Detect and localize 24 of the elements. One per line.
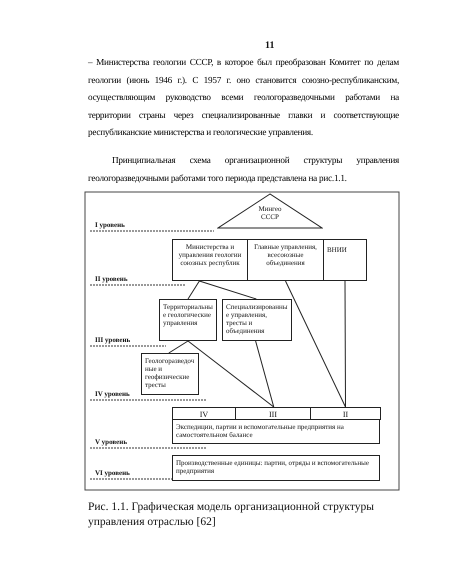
ministry-triangle [217, 193, 323, 229]
enterprise-box [172, 407, 380, 444]
connector-line [198, 280, 257, 300]
level-cell [310, 407, 381, 420]
connector-line [188, 280, 200, 300]
org-box [247, 239, 324, 281]
paragraph: Принципиальная схема организационной структуры управления геологоразведочными работами того периода представлена на рис.1.1. [88, 154, 399, 185]
connector-line [344, 280, 346, 408]
connector-line [168, 340, 188, 354]
page-number: 11 [265, 40, 274, 51]
org-box [323, 239, 367, 281]
connector-line [255, 340, 274, 408]
org-box [159, 299, 217, 341]
org-box [172, 239, 248, 281]
box-text: III [268, 410, 278, 420]
figure-caption: Рис. 1.1. Графическая модель организационной структуры управления отраслью [62] [88, 500, 375, 530]
connector-line [188, 340, 274, 408]
org-box [222, 299, 292, 341]
org-box [141, 353, 199, 395]
production-box [172, 455, 380, 481]
paragraph: – Министерства геологии СССР, в которое был преобразован Комитет по делам геологии (июнь 1946 г.). С 1957 г. оно становится союзно-республиканским, осуществляющим руководство всеми геологоразведочными работами на территории страны через специализированные главки и соответствующие республиканские министерства и геологические управления. [88, 56, 399, 139]
box-text: II [342, 410, 350, 420]
box-text: IV [198, 410, 210, 420]
connector-line [285, 280, 346, 408]
